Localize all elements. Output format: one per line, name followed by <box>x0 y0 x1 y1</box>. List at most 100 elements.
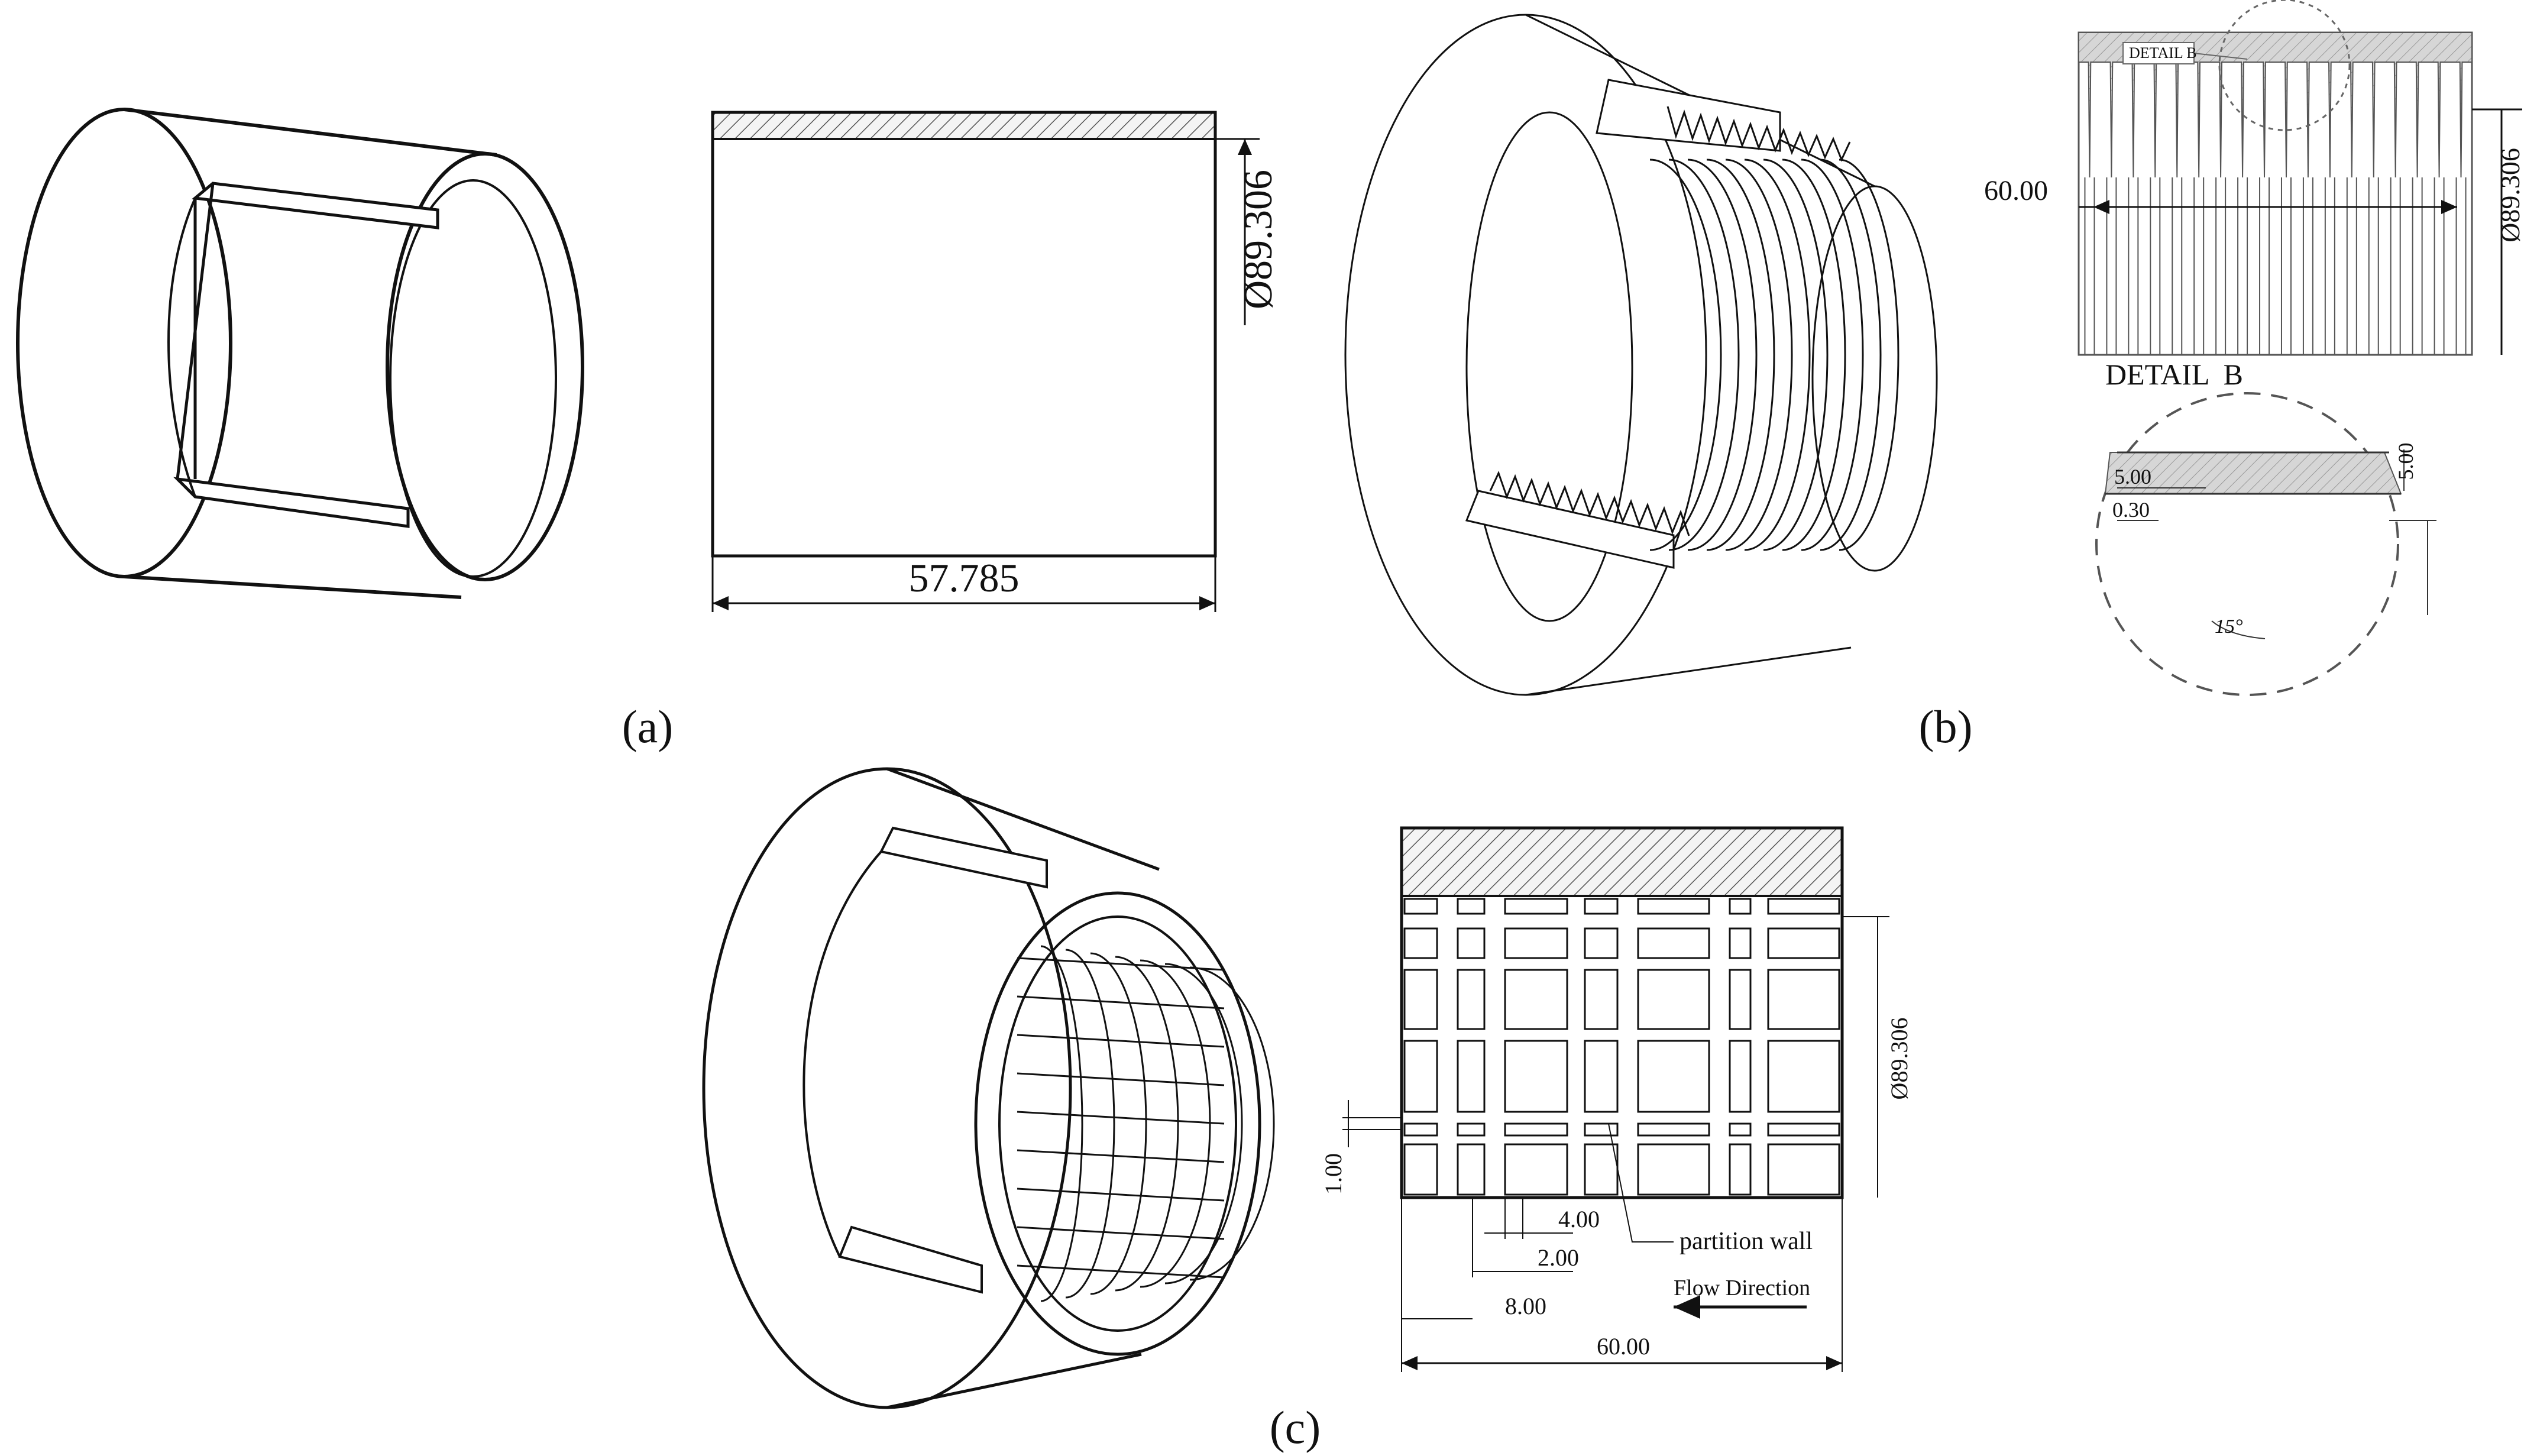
partition-cell <box>1504 898 1568 915</box>
panel-b-isometric-sleeve <box>1344 14 1938 696</box>
partition-cell <box>1637 969 1710 1030</box>
partition-cell <box>1729 1040 1752 1113</box>
dim-a-length: 57.785 <box>909 555 1020 600</box>
partition-cell <box>1584 1143 1619 1196</box>
panel-b-detail-b <box>2095 392 2436 696</box>
partition-cell <box>1729 927 1752 959</box>
groove-arc <box>1801 158 1864 551</box>
partition-cell <box>1457 1122 1486 1137</box>
partition-cell <box>1403 1040 1438 1113</box>
partition-cell <box>1584 1122 1619 1137</box>
partition-cell <box>1767 898 1840 915</box>
groove-arc <box>1782 158 1846 551</box>
teeth-line <box>1666 106 1851 162</box>
partition-cell <box>1403 898 1438 915</box>
inner-cell-rib <box>1017 1072 1225 1086</box>
partition-cell <box>1403 1143 1438 1196</box>
partition-cell <box>1584 1040 1619 1113</box>
inner-cell-rib <box>1017 957 1225 971</box>
groove-arc <box>1687 158 1758 551</box>
dim-b-groove-gap: 0.30 <box>2112 498 2150 522</box>
teeth-line <box>1489 471 1690 536</box>
dim-b-groove-depth: 5.00 <box>2394 443 2418 480</box>
dim-c-diameter: Ø89.306 <box>1886 1018 1913 1100</box>
dim-c-flow-direction: Flow Direction <box>1674 1276 1810 1300</box>
partition-cell <box>1457 969 1486 1030</box>
panel-a-label: (a) <box>622 701 674 752</box>
panel-b-label: (b) <box>1919 701 1973 752</box>
panel-c-isometric-sleeve <box>702 767 1275 1409</box>
groove-arc <box>1820 158 1882 551</box>
inner-cell-rib <box>1017 995 1225 1010</box>
partition-cell <box>1403 969 1438 1030</box>
panel-a: Ø89.306 57.785 (a) <box>16 108 1280 752</box>
dim-b-detail-title: DETAIL B <box>2105 358 2243 391</box>
partition-cell <box>1729 1122 1752 1137</box>
partition-cell <box>1729 898 1752 915</box>
partition-cell <box>1504 1040 1568 1113</box>
panel-a-isometric-sleeve <box>16 108 584 599</box>
partition-cell <box>1637 1122 1710 1137</box>
inner-cell-rib <box>1017 1149 1225 1163</box>
partition-cell <box>1729 1143 1752 1196</box>
dim-a-diameter: Ø89.306 <box>1235 170 1280 309</box>
partition-cell <box>1457 1143 1486 1196</box>
inner-cell-ring <box>1189 966 1275 1281</box>
dim-c-4: 4.00 <box>1558 1206 1600 1232</box>
inner-cell-rib <box>1017 1034 1225 1048</box>
partition-cell <box>1504 969 1568 1030</box>
inner-cell-ring <box>1065 949 1115 1299</box>
inner-cell-ring <box>1115 956 1179 1292</box>
partition-cell <box>1637 1143 1710 1196</box>
panel-b-section-hatched-top <box>2078 32 2473 178</box>
partition-cell <box>1504 1122 1568 1137</box>
dim-c-2: 2.00 <box>1538 1244 1579 1271</box>
groove-arc <box>1706 158 1775 551</box>
panel-c: Ø89.306 1.00 4.00 2.00 8.00 60.00 partit… <box>702 767 1913 1453</box>
partition-cell <box>1767 1143 1840 1196</box>
partition-cell <box>1403 927 1438 959</box>
dim-b-groove-angle: 15° <box>2215 616 2243 638</box>
partition-cell <box>1767 969 1840 1030</box>
partition-cell <box>1637 1040 1710 1113</box>
partition-cell <box>1584 927 1619 959</box>
dim-b-length: 60.00 <box>1984 175 2048 206</box>
partition-cell <box>1767 1040 1840 1113</box>
partition-cell <box>1403 1122 1438 1137</box>
partition-cell <box>1457 927 1486 959</box>
panel-b-teeth-bottom <box>1489 471 1690 536</box>
groove-arc <box>1744 158 1811 551</box>
panel-a-section-view <box>711 111 1260 612</box>
groove-arc <box>1763 158 1829 551</box>
dim-c-8: 8.00 <box>1505 1293 1546 1319</box>
panel-c-label: (c) <box>1270 1402 1321 1453</box>
panel-b-section-groove-lines <box>2084 177 2467 355</box>
panel-c-inner-cells <box>1017 945 1275 1302</box>
partition-cell <box>1584 969 1619 1030</box>
inner-cell-ring <box>1164 963 1243 1284</box>
panel-b-section-view <box>2078 0 2522 356</box>
partition-cell <box>1457 898 1486 915</box>
inner-cell-ring <box>1090 952 1147 1295</box>
groove-arc <box>1839 158 1899 551</box>
partition-cell <box>1457 1040 1486 1113</box>
groove-arc <box>1725 158 1793 551</box>
partition-cell <box>1504 1143 1568 1196</box>
inner-cell-rib <box>1017 1226 1225 1240</box>
inner-cell-ring <box>1040 945 1083 1302</box>
dim-c-partition-wall: partition wall <box>1680 1228 1813 1255</box>
panel-c-partition-cells <box>1403 898 1840 1196</box>
panel-c-section-view <box>1342 826 1889 1372</box>
dim-c-wall-thickness: 1.00 <box>1320 1153 1347 1195</box>
partition-cell <box>1504 927 1568 959</box>
panel-b: DETAIL B 60.00 Ø89.306 DETAIL B 5.00 0.3… <box>1344 0 2525 752</box>
partition-cell <box>1767 927 1840 959</box>
partition-cell <box>1584 898 1619 915</box>
dim-b-diameter: Ø89.306 <box>2495 148 2525 242</box>
dim-b-detail-callout: DETAIL B <box>2129 44 2197 62</box>
panel-b-groove-lines <box>1649 158 1899 551</box>
dim-b-groove-width: 5.00 <box>2114 465 2151 488</box>
partition-cell <box>1767 1122 1840 1137</box>
partition-cell <box>1637 927 1710 959</box>
